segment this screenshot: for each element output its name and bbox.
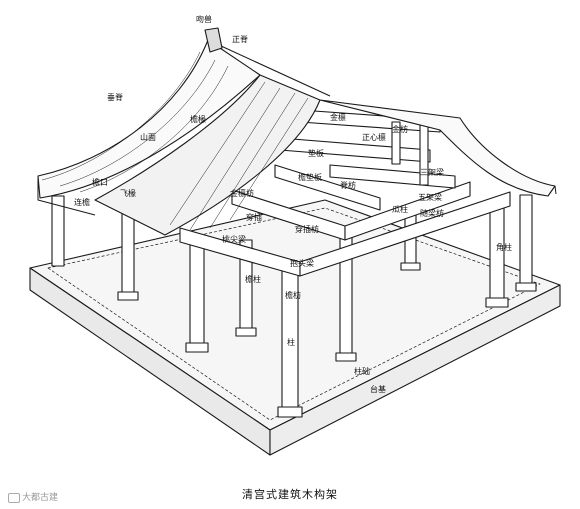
- column-left-2: [121, 211, 135, 295]
- roof: [37, 27, 557, 236]
- label-jiaozhu: 角柱: [496, 242, 512, 252]
- label-jingui: 金檩: [330, 112, 346, 122]
- figure-caption: 清宫式建筑木构架: [242, 488, 338, 501]
- column-base-5: [235, 327, 257, 337]
- columns: [51, 194, 537, 418]
- watermark-text: 大都古建: [22, 493, 59, 503]
- watermark: 大都古建: [8, 490, 58, 503]
- beam-three-purlin: [274, 164, 381, 211]
- label-dianban: 垫板: [308, 148, 324, 158]
- label-chuiji: 垂脊: [107, 92, 123, 102]
- beam-side-lintel: [299, 191, 511, 277]
- column-right-1: [519, 194, 533, 286]
- label-jinfang: 金枋: [392, 124, 408, 134]
- roof-rafter-plane: [94, 74, 321, 236]
- label-shanmian: 山面: [140, 132, 156, 142]
- column-left-1: [51, 195, 65, 267]
- labels: 吻兽 正脊 垂脊 金檩 正心檩 金枋 檐口 连檐 三架梁 瓜柱 五架梁 随梁枋 …: [74, 14, 512, 394]
- label-suijialiang: 随梁枋: [420, 208, 444, 218]
- label-yandian: 檐垫板: [298, 172, 322, 182]
- column-base-3: [485, 297, 509, 308]
- label-chuan: 穿插: [246, 212, 262, 222]
- label-zhengxin: 正心檩: [362, 132, 386, 142]
- column-base-7: [400, 262, 421, 271]
- column-base-6: [335, 352, 357, 362]
- label-jinliang: 金檩枋: [230, 188, 254, 198]
- column-base-8: [515, 282, 537, 292]
- label-baotouliang: 抱头梁: [290, 258, 314, 268]
- beam-upper-tie: [279, 137, 431, 163]
- label-yanzhu: 檐柱: [245, 274, 261, 284]
- label-liankou: 连檐: [74, 197, 90, 207]
- beams: [179, 109, 511, 277]
- label-chuanchafang: 穿插枋: [295, 224, 319, 234]
- label-zhuliang: 瓜柱: [392, 204, 408, 214]
- camera-icon: [8, 492, 20, 503]
- label-taoshou: 桃尖梁: [222, 234, 246, 244]
- label-zhengji: 正脊: [232, 34, 248, 44]
- label-zhu: 柱: [287, 337, 295, 347]
- label-wenshou: 吻兽: [196, 14, 212, 24]
- ridge-ornament: [204, 27, 223, 53]
- label-wujialiang: 五架梁: [418, 193, 442, 202]
- beam-tie: [344, 181, 471, 241]
- label-yanchuan: 檐椽: [190, 114, 206, 124]
- king-post: [391, 121, 401, 165]
- label-liu: 脊枋: [340, 180, 356, 190]
- roof-tile-slope-left: [37, 39, 261, 199]
- main-ridge: [207, 39, 331, 97]
- column-base-1: [185, 342, 209, 353]
- label-yankou: 檐口: [92, 177, 108, 187]
- label-taiji: 台基: [370, 384, 386, 394]
- label-sanjialiang: 三架梁: [420, 168, 444, 177]
- label-feiyan: 飞椽: [120, 188, 136, 198]
- label-zhuchu: 柱础: [354, 366, 370, 376]
- roof-tile-slope-right: [319, 99, 556, 197]
- label-yanfang: 檐枋: [285, 290, 301, 300]
- column-base-2: [277, 406, 303, 418]
- column-front-1: [189, 234, 205, 346]
- column-base-4: [117, 291, 139, 301]
